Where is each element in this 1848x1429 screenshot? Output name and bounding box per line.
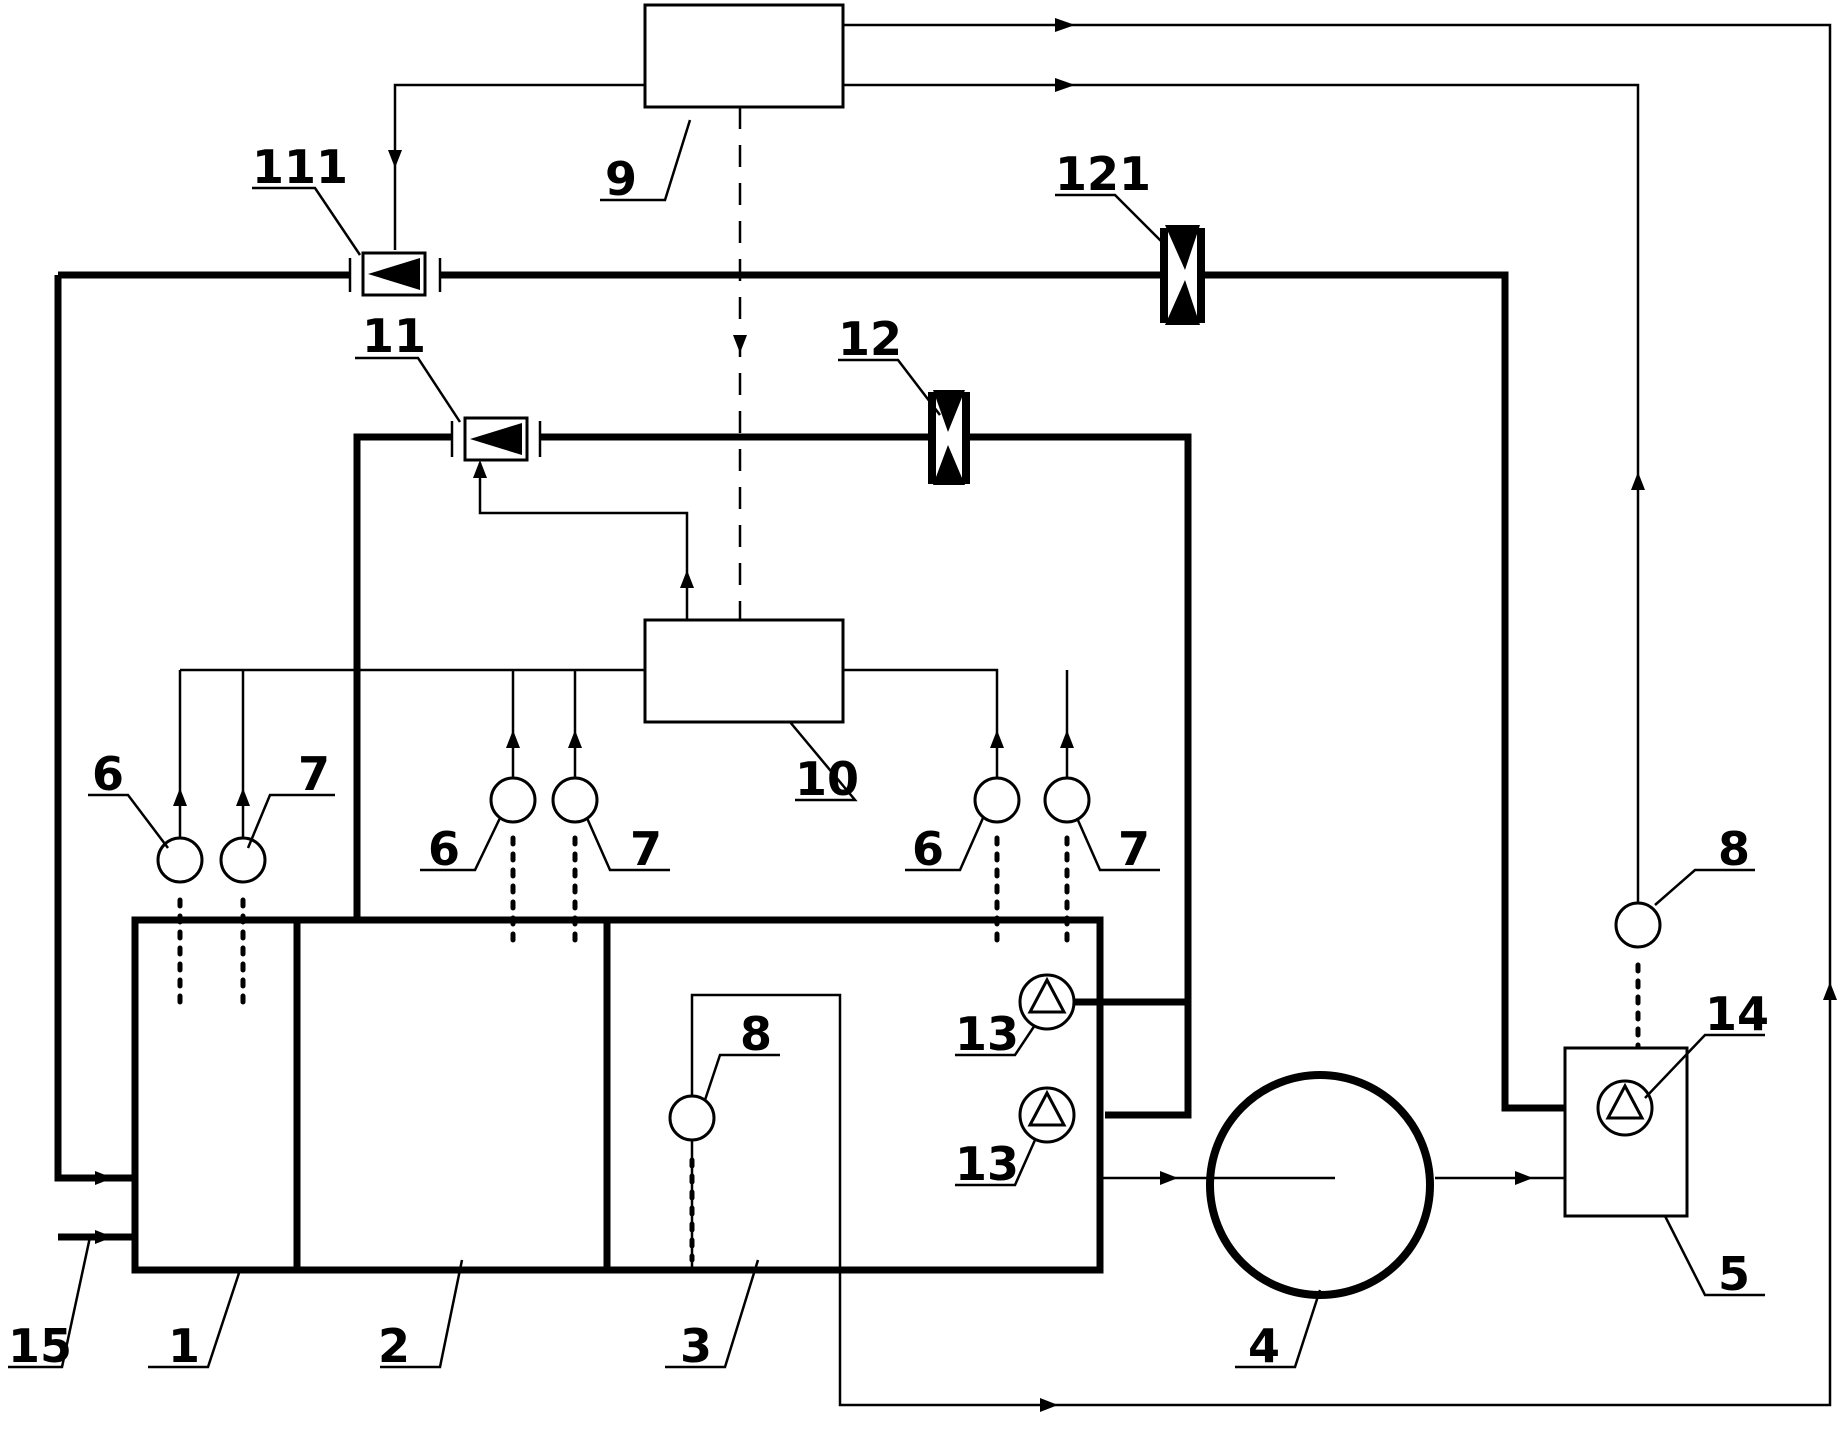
- pump-13-lower: [1018, 1086, 1076, 1144]
- label-9: 9: [605, 152, 637, 206]
- label-15: 15: [8, 1319, 72, 1373]
- sensor-6-tank1: [156, 836, 204, 884]
- tank-outer: [131, 916, 1104, 1274]
- label-8-device5: 8: [1718, 822, 1750, 876]
- label-7-tank3: 7: [1118, 822, 1150, 876]
- pump-14: [1596, 1079, 1654, 1137]
- label-10: 10: [795, 752, 859, 806]
- label-6-tank2: 6: [428, 822, 460, 876]
- label-11: 11: [362, 309, 426, 363]
- sensor-6-tank3: [973, 776, 1021, 824]
- pipe-top-loop-main: [58, 271, 1590, 1112]
- sensor-8-device5: [1614, 901, 1662, 949]
- valve-12: [928, 390, 970, 485]
- valve-111: [348, 251, 442, 297]
- label-13-lower: 13: [955, 1137, 1019, 1191]
- probe-lines: [177, 835, 1641, 1263]
- label-1: 1: [168, 1319, 200, 1373]
- label-3: 3: [680, 1319, 712, 1373]
- label-121: 121: [1055, 147, 1151, 201]
- pump-13-upper: [1018, 973, 1076, 1031]
- label-2: 2: [378, 1319, 410, 1373]
- label-7-tank2: 7: [630, 822, 662, 876]
- label-5: 5: [1718, 1247, 1750, 1301]
- label-7-tank1: 7: [298, 747, 330, 801]
- label-13-upper: 13: [955, 1007, 1019, 1061]
- label-6-tank3: 6: [912, 822, 944, 876]
- tank-4: [1206, 1071, 1434, 1299]
- valve-121: [1160, 225, 1205, 325]
- sensor-6-tank2: [489, 776, 537, 824]
- pipe-top-loop-left: [54, 275, 135, 1182]
- sensor-7-tank2: [551, 776, 599, 824]
- label-111: 111: [252, 140, 348, 194]
- tank-array: [131, 916, 1104, 1274]
- valve-11: [450, 416, 542, 462]
- label-6-tank1: 6: [92, 747, 124, 801]
- label-4: 4: [1248, 1319, 1280, 1373]
- pipe-middle-loop: [353, 433, 1192, 1119]
- sensor-8-tank3: [668, 1094, 716, 1142]
- label-12: 12: [838, 312, 902, 366]
- sensor-7-tank3: [1043, 776, 1091, 824]
- return-line-bottom: [690, 23, 1832, 1407]
- controller-9: [643, 3, 845, 109]
- flow-arrows: [95, 18, 1837, 1412]
- sensor-7-tank1: [219, 836, 267, 884]
- label-14: 14: [1705, 987, 1769, 1041]
- label-8-tank3: 8: [740, 1007, 772, 1061]
- leader-lines: [8, 119, 1765, 1369]
- part-labels: 9 111 121 11 12 10 6 7 6 7 6 7 8 8 13 13…: [8, 140, 1769, 1373]
- sensor-bus: [178, 668, 1069, 838]
- controller-10: [643, 618, 845, 724]
- line-10-to-valve11: [478, 463, 689, 620]
- line-9-to-valve111: [393, 83, 645, 250]
- line-device5-to-9: [843, 83, 1640, 935]
